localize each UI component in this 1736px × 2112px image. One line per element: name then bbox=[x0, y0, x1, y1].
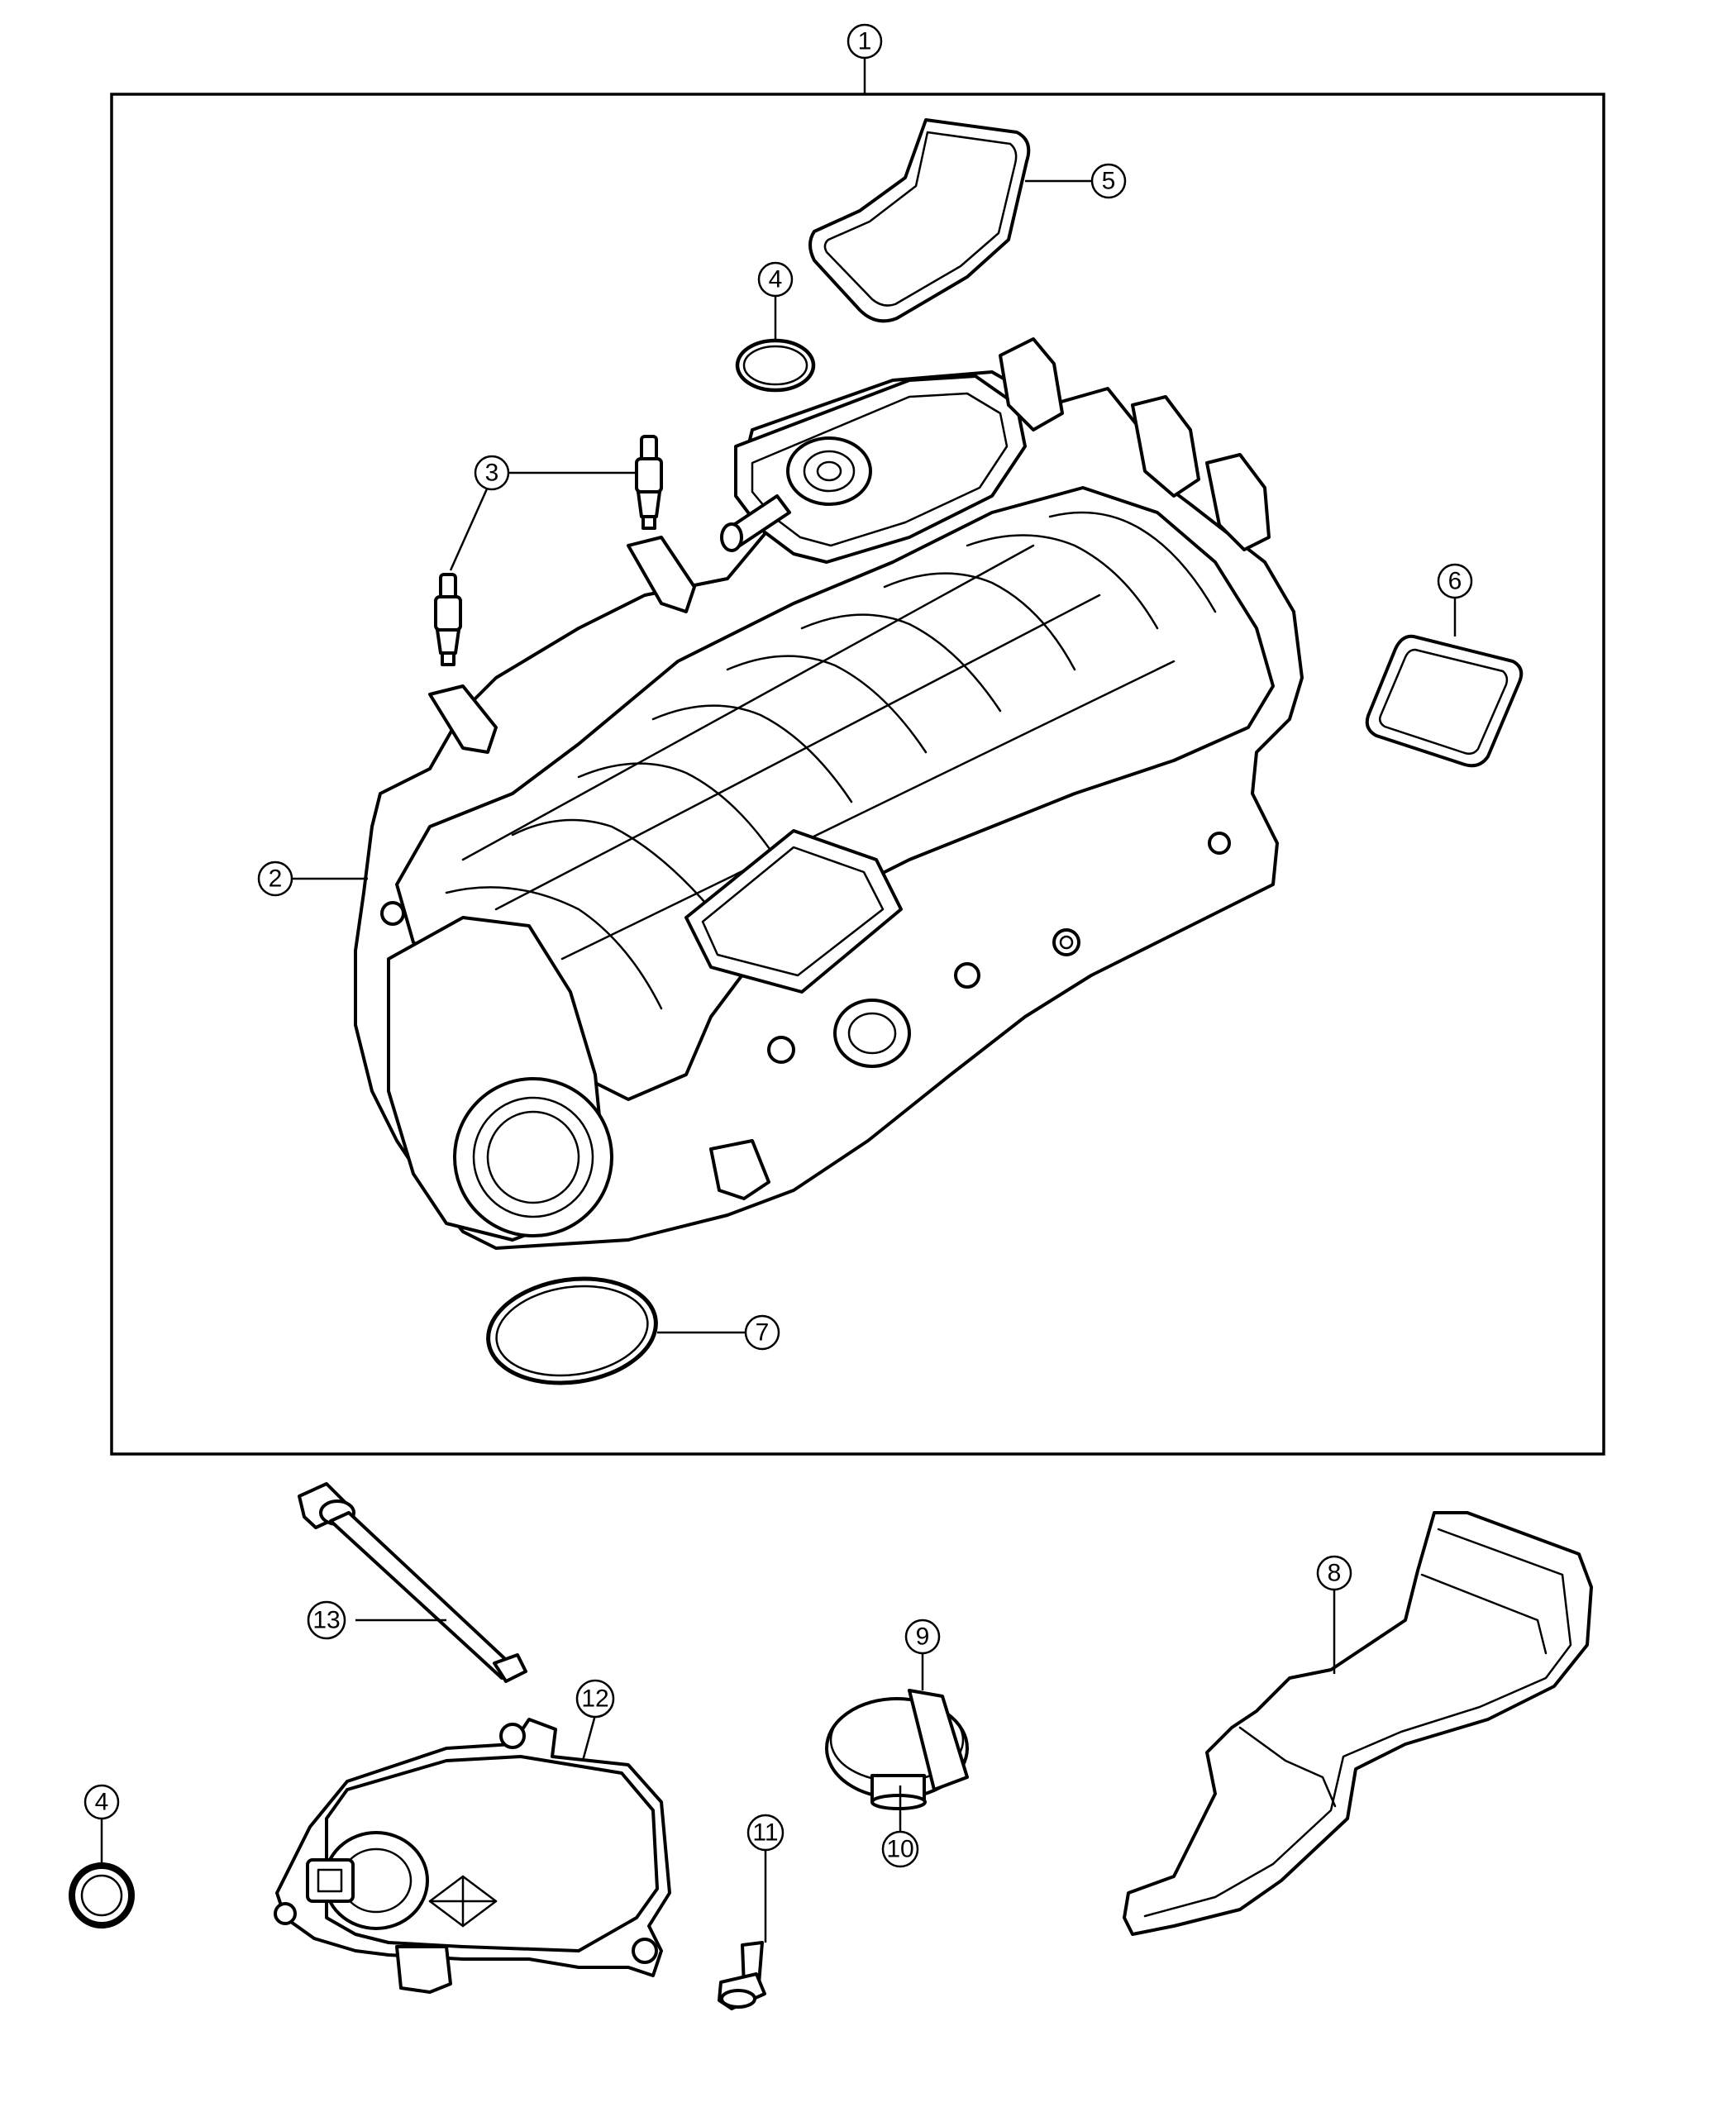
assembly-frame bbox=[110, 93, 1605, 1456]
callout-3-label: 3 bbox=[485, 460, 499, 487]
callout-8: 8 bbox=[1316, 1555, 1352, 1591]
callout-12-label: 12 bbox=[581, 1685, 608, 1713]
callout-5-label: 5 bbox=[1102, 168, 1116, 195]
callout-11-label: 11 bbox=[752, 1819, 778, 1847]
callout-1: 1 bbox=[847, 23, 883, 60]
part-5-gasket bbox=[808, 118, 1031, 323]
callout-10: 10 bbox=[881, 1830, 919, 1868]
part-9-10-filler-cap bbox=[825, 1689, 969, 1810]
callout-6: 6 bbox=[1437, 563, 1473, 599]
callout-13: 13 bbox=[307, 1600, 346, 1640]
part-6-gasket bbox=[1365, 634, 1524, 768]
callout-7: 7 bbox=[744, 1314, 780, 1351]
callout-6-label: 6 bbox=[1448, 568, 1462, 595]
part-8-cover bbox=[1123, 1511, 1593, 1936]
part-13-bolt bbox=[298, 1482, 527, 1683]
leader-lines bbox=[100, 58, 1457, 1943]
callout-9: 9 bbox=[904, 1619, 941, 1655]
callout-10-label: 10 bbox=[886, 1836, 913, 1863]
part-3-sensor-upper bbox=[635, 435, 663, 530]
part-11-bolt bbox=[718, 1941, 766, 2010]
part-2-intake-manifold bbox=[354, 337, 1304, 1250]
callout-4-upper-label: 4 bbox=[769, 266, 783, 293]
callout-7-label: 7 bbox=[756, 1319, 770, 1347]
callout-13-label: 13 bbox=[312, 1607, 340, 1634]
callout-5: 5 bbox=[1090, 163, 1127, 199]
callout-3: 3 bbox=[474, 455, 510, 491]
callout-8-label: 8 bbox=[1328, 1560, 1342, 1587]
callout-9-label: 9 bbox=[916, 1623, 930, 1651]
part-4-o-ring-upper bbox=[735, 338, 816, 393]
part-7-o-ring bbox=[486, 1276, 658, 1385]
part-4-o-ring-lower bbox=[69, 1862, 135, 1928]
part-12-actuator bbox=[274, 1718, 671, 1994]
callout-1-label: 1 bbox=[858, 28, 872, 55]
callout-12: 12 bbox=[575, 1679, 615, 1719]
callout-4-lower: 4 bbox=[83, 1784, 120, 1820]
callout-4-lower-label: 4 bbox=[95, 1789, 109, 1816]
callout-4-upper: 4 bbox=[757, 261, 794, 298]
callout-11: 11 bbox=[746, 1814, 785, 1852]
callout-2: 2 bbox=[257, 861, 293, 897]
part-3-sensor-lower bbox=[434, 573, 462, 666]
callout-2-label: 2 bbox=[269, 865, 283, 893]
